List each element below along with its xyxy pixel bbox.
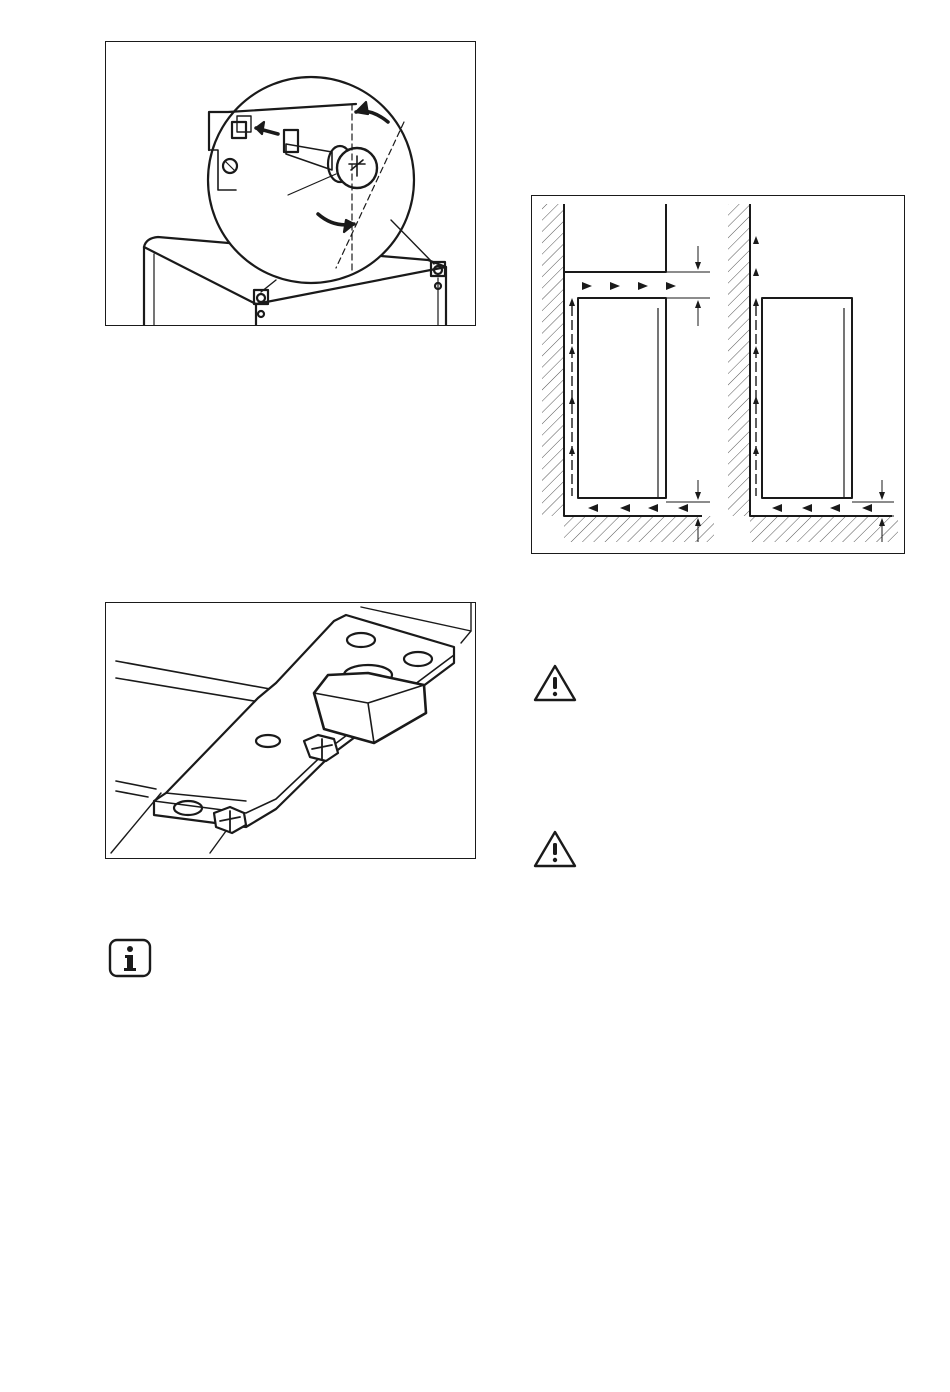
ventilation-clearance-diagram	[532, 196, 904, 553]
screwdriver-illustration	[106, 42, 475, 325]
warning-triangle-icon	[532, 829, 578, 869]
warning-triangle-icon	[532, 663, 578, 703]
ventilation-clearance-figure	[531, 195, 905, 554]
info-icon	[108, 938, 152, 978]
screw-detail-figure	[105, 41, 476, 326]
levelling-foot-figure	[105, 602, 476, 859]
adjustable-foot-illustration	[106, 603, 475, 858]
